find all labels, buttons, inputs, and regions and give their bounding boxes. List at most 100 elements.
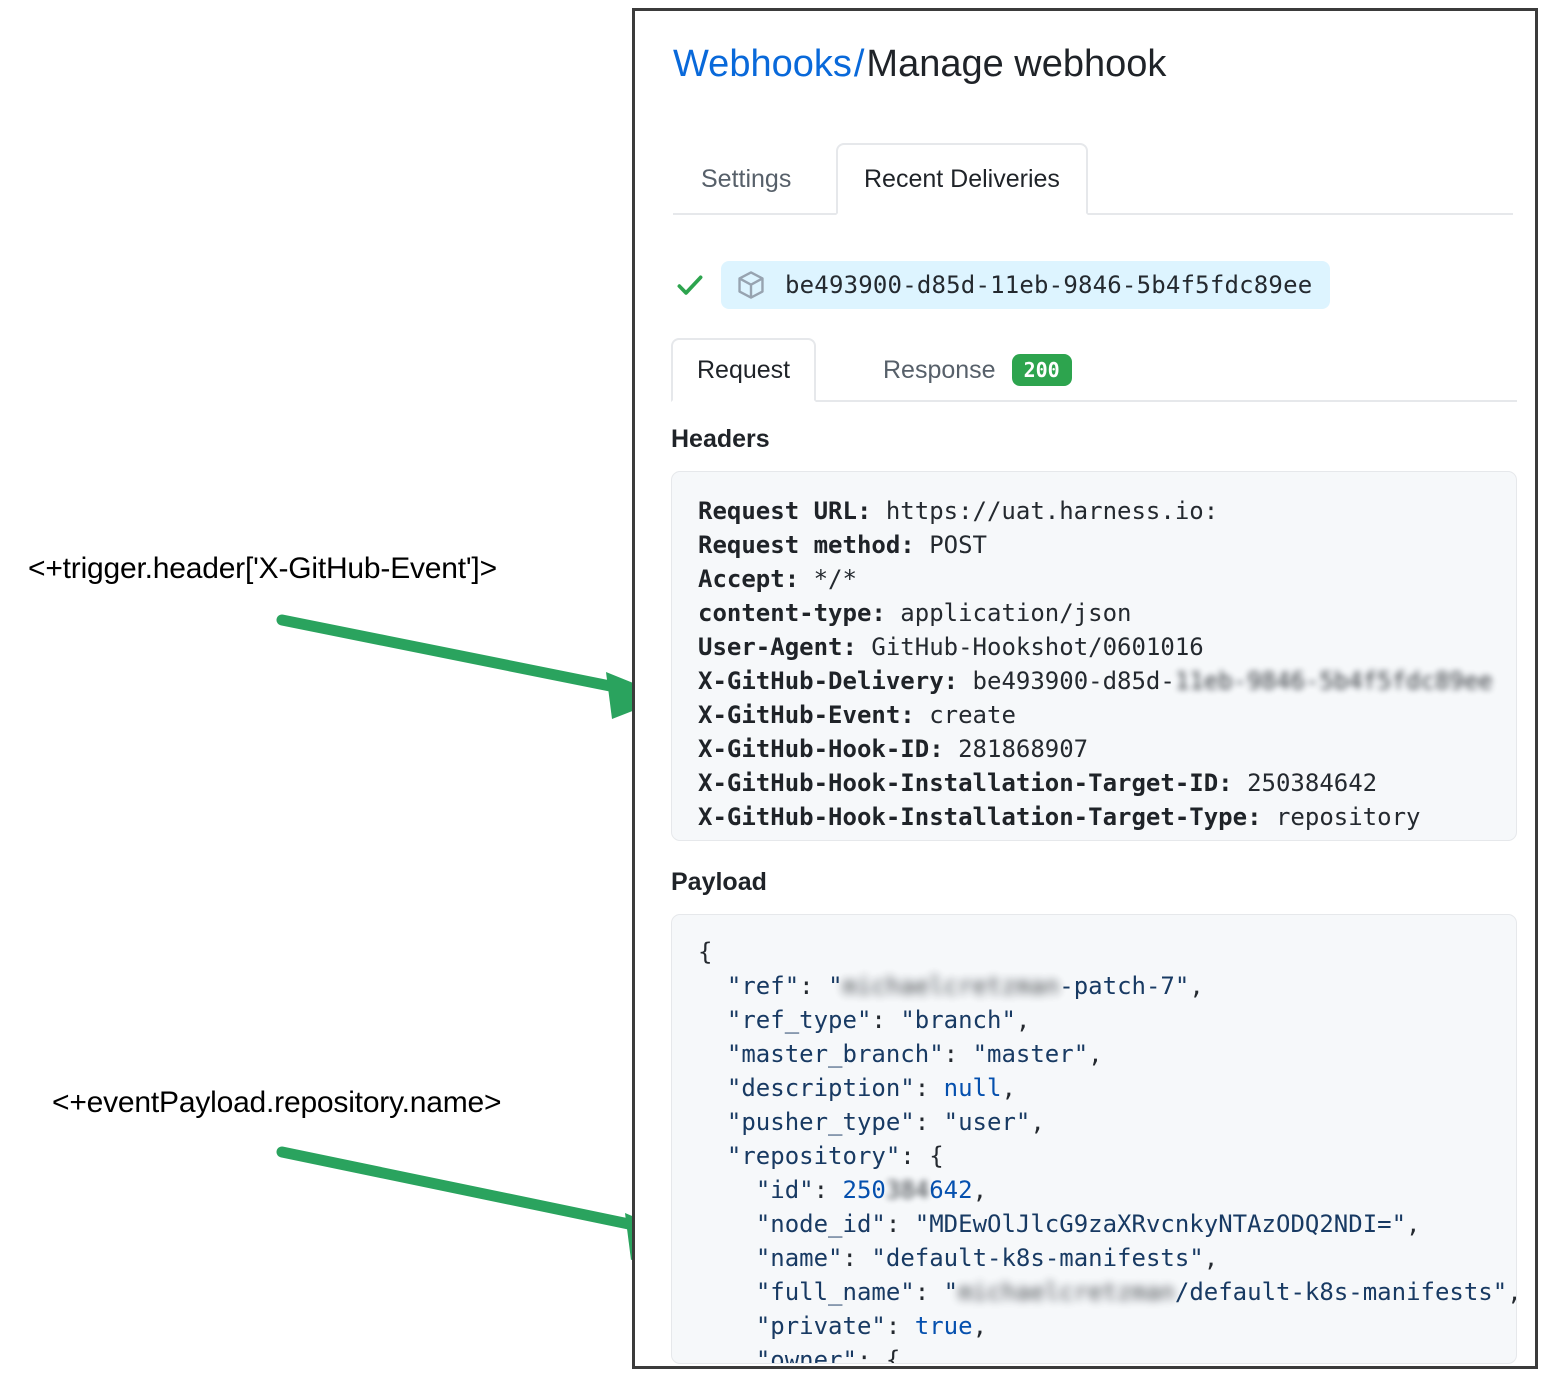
header-value: */* [799, 565, 857, 593]
payload-line: "repository": { [726, 1142, 944, 1170]
payload-line: "full_name": "michaelcretzman/default-k8… [755, 1278, 1516, 1306]
json-number: 250384642 [842, 1176, 973, 1204]
header-value: POST [914, 531, 987, 559]
json-string: "user" [943, 1108, 1031, 1136]
header-row: Request method: POST [698, 528, 1516, 562]
github-webhook-panel: Webhooks/Manage webhook Settings Recent … [632, 8, 1538, 1369]
json-string: "id" [755, 1176, 814, 1204]
json-string: "master_branch" [726, 1040, 944, 1068]
json-literal: true [914, 1312, 973, 1340]
json-string: "michaelcretzman-patch-7" [828, 972, 1190, 1000]
payload-line: "ref_type": "branch", [726, 1006, 1031, 1034]
redacted-text: michaelcretzman [843, 972, 1060, 1000]
header-key: X-GitHub-Delivery: [698, 667, 959, 695]
json-string: "node_id" [755, 1210, 886, 1238]
breadcrumb-link-webhooks[interactable]: Webhooks [673, 43, 852, 85]
json-string: "michaelcretzman/default-k8s-manifests" [943, 1278, 1508, 1306]
header-key: Request method: [698, 531, 915, 559]
header-row: Request URL: https://uat.harness.io: [698, 494, 1516, 528]
header-value: be493900-d85d- [958, 667, 1175, 695]
header-key: Accept: [698, 565, 800, 593]
header-key: content-type: [698, 599, 886, 627]
annotation-arrow-2 [276, 1146, 690, 1260]
header-key: X-GitHub-Event: [698, 701, 915, 729]
json-string: "master" [972, 1040, 1089, 1068]
redacted-text: 384 [885, 1176, 930, 1204]
payload-line: "pusher_type": "user", [726, 1108, 1045, 1136]
check-icon [677, 275, 703, 295]
tab-settings[interactable]: Settings [673, 143, 819, 215]
header-row: X-GitHub-Event: create [698, 698, 1516, 732]
tab-settings-label: Settings [701, 164, 792, 193]
payload-line: "id": 250384642, [755, 1176, 988, 1204]
header-value: application/json [885, 599, 1132, 627]
payload-line: "master_branch": "master", [726, 1040, 1103, 1068]
tab-recent-deliveries-label: Recent Deliveries [864, 164, 1060, 193]
payload-line: "name": "default-k8s-manifests", [755, 1244, 1219, 1272]
page-title: Manage webhook [866, 43, 1167, 85]
payload-section-title: Payload [671, 868, 767, 896]
tab-response-label: Response [883, 355, 996, 384]
header-row: X-GitHub-Delivery: be493900-d85d-11eb-98… [698, 664, 1516, 698]
payload-line: "private": true, [755, 1312, 988, 1340]
header-row: X-GitHub-Hook-Installation-Target-ID: 25… [698, 766, 1516, 800]
tab-request[interactable]: Request [671, 338, 817, 402]
header-row: content-type: application/json [698, 596, 1516, 630]
header-value: 281868907 [943, 735, 1089, 763]
payload-code-block: { "ref": "michaelcretzman-patch-7", "ref… [671, 914, 1517, 1364]
payload-line: "ref": "michaelcretzman-patch-7", [726, 972, 1204, 1000]
json-string: "owner" [755, 1346, 857, 1364]
header-key: X-GitHub-Hook-Installation-Target-ID: [698, 769, 1233, 797]
json-string: "default-k8s-manifests" [871, 1244, 1204, 1272]
annotation-label-event-payload: <+eventPayload.repository.name> [52, 1086, 502, 1119]
header-value: create [914, 701, 1016, 729]
header-value: https://uat.harness.io: [871, 497, 1219, 525]
json-literal: null [943, 1074, 1002, 1102]
header-row: User-Agent: GitHub-Hookshot/0601016 [698, 630, 1516, 664]
header-value-redacted: 11eb-9846-5b4f5fdc89ee [1174, 667, 1493, 695]
payload-line: "description": null, [726, 1074, 1016, 1102]
payload-line: "owner": { [698, 1343, 1516, 1364]
json-string: "MDEwOlJlcG9zaXRvcnkyNTAzODQ2NDI=" [914, 1210, 1407, 1238]
header-key: Request URL: [698, 497, 872, 525]
payload-line: "node_id": "MDEwOlJlcG9zaXRvcnkyNTAzODQ2… [755, 1210, 1421, 1238]
header-value: repository [1261, 803, 1421, 831]
header-value: 250384642 [1232, 769, 1378, 797]
payload-line: { [698, 938, 713, 966]
annotation-label-trigger-header: <+trigger.header['X-GitHub-Event']> [28, 552, 497, 585]
breadcrumb: Webhooks/Manage webhook [673, 43, 1167, 86]
headers-code-block: Request URL: https://uat.harness.io:Requ… [671, 471, 1517, 841]
redacted-text: michaelcretzman [958, 1278, 1175, 1306]
json-string: "pusher_type" [726, 1108, 915, 1136]
headers-section-title: Headers [671, 425, 770, 453]
json-string: "description" [726, 1074, 915, 1102]
json-string: "name" [755, 1244, 843, 1272]
header-key: X-GitHub-Hook-ID: [698, 735, 944, 763]
redacted-text: michaelcretzman [958, 1278, 1175, 1306]
webhook-tabbar: Settings Recent Deliveries [673, 131, 1513, 215]
request-response-tabbar: Request Response 200 [671, 330, 1517, 402]
status-badge: 200 [1011, 354, 1072, 386]
header-key: X-GitHub-Hook-Installation-Target-Type: [698, 803, 1262, 831]
header-row: Accept: */* [698, 562, 1516, 596]
tab-request-label: Request [697, 355, 791, 384]
json-string: "ref" [726, 972, 800, 1000]
header-row: X-GitHub-Hook-ID: 281868907 [698, 732, 1516, 766]
json-string: "private" [755, 1312, 886, 1340]
json-string: "full_name" [755, 1278, 915, 1306]
redacted-text: michaelcretzman [842, 972, 1060, 1000]
json-string: "branch" [900, 1006, 1016, 1034]
json-string: "repository" [726, 1142, 901, 1170]
delivery-row[interactable]: be493900-d85d-11eb-9846-5b4f5fdc89ee [673, 259, 1331, 311]
delivery-id-pill[interactable]: be493900-d85d-11eb-9846-5b4f5fdc89ee [721, 261, 1331, 309]
tab-response[interactable]: Response 200 [857, 338, 1098, 402]
delivery-id-text: be493900-d85d-11eb-9846-5b4f5fdc89ee [785, 271, 1313, 299]
json-string: "ref_type" [726, 1006, 872, 1034]
header-value: GitHub-Hookshot/0601016 [856, 633, 1204, 661]
breadcrumb-separator: / [853, 43, 865, 85]
tab-recent-deliveries[interactable]: Recent Deliveries [836, 143, 1088, 215]
header-row: X-GitHub-Hook-Installation-Target-Type: … [698, 800, 1516, 834]
header-key: User-Agent: [698, 633, 857, 661]
cube-icon [738, 271, 764, 299]
annotation-arrow-1 [276, 614, 668, 719]
